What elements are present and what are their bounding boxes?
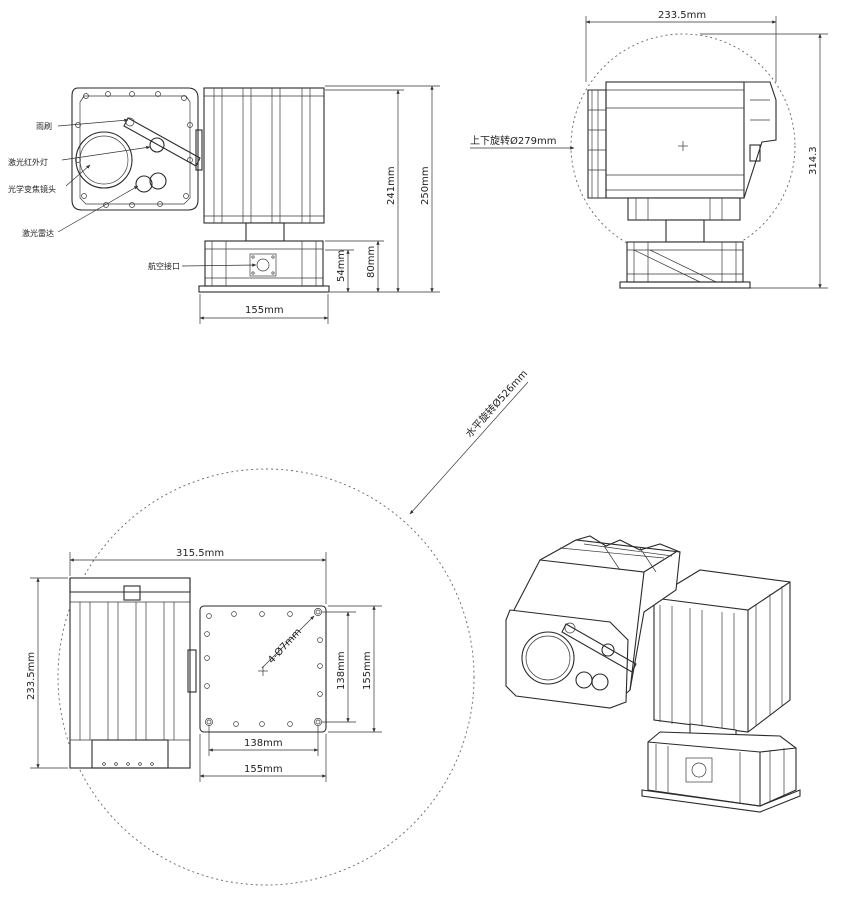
side-camera-body bbox=[587, 81, 777, 199]
side-dimensions: 233.5mm 314.3 上下旋转Ø279mm bbox=[470, 10, 828, 289]
front-base bbox=[198, 240, 330, 293]
label-laser-ir-light: 激光红外灯 bbox=[8, 157, 48, 167]
front-camera-head bbox=[71, 87, 203, 211]
iso-camera-head bbox=[505, 535, 681, 709]
top-pan-circle bbox=[57, 468, 475, 886]
dim-top-width-total: 315.5mm bbox=[176, 548, 224, 559]
side-view: 233.5mm 314.3 上下旋转Ø279mm bbox=[470, 10, 828, 289]
dim-front-width: 155mm bbox=[245, 305, 284, 316]
dim-front-height-80: 80mm bbox=[366, 246, 377, 278]
front-neck bbox=[245, 222, 285, 242]
dim-side-tilt-rotation: 上下旋转Ø279mm bbox=[470, 134, 556, 147]
front-upper-housing bbox=[203, 87, 325, 224]
side-pedestal bbox=[619, 197, 751, 289]
dim-top-height: 233.5mm bbox=[26, 652, 37, 700]
dim-top-inner-138-v: 138mm bbox=[336, 651, 347, 690]
front-view: 雨刷 激光红外灯 光学变焦镜头 激光雷达 航空接口 155mm 250mm 24… bbox=[8, 85, 440, 324]
isometric-view bbox=[505, 535, 801, 813]
iso-pan-housing bbox=[653, 569, 791, 733]
dim-side-width: 233.5mm bbox=[658, 10, 706, 21]
dim-front-height-250: 250mm bbox=[420, 166, 431, 205]
dim-top-outer-155-v: 155mm bbox=[362, 651, 373, 690]
front-callouts: 雨刷 激光红外灯 光学变焦镜头 激光雷达 航空接口 bbox=[8, 118, 257, 271]
front-dimensions: 155mm 250mm 241mm 80mm 54mm bbox=[199, 85, 440, 324]
dim-side-height: 314.3 bbox=[808, 146, 819, 175]
dim-top-outer-155-h: 155mm bbox=[244, 764, 283, 775]
dim-top-inner-138-h: 138mm bbox=[244, 738, 283, 749]
iso-base bbox=[641, 731, 801, 813]
top-camera-body bbox=[69, 577, 197, 769]
top-base-plate: 4-Ø7mm bbox=[199, 605, 327, 733]
label-aviation-connector: 航空接口 bbox=[148, 261, 180, 271]
dim-top-pan-rotation: 水平旋转Ø526mm bbox=[463, 367, 531, 440]
label-optical-zoom-lens: 光学变焦镜头 bbox=[8, 184, 56, 194]
top-view: 4-Ø7mm 315.5mm 233.5mm 138mm 155mm 138mm bbox=[26, 367, 531, 886]
label-wiper: 雨刷 bbox=[36, 122, 52, 131]
dim-front-height-54: 54mm bbox=[336, 250, 347, 282]
dim-front-height-241: 241mm bbox=[386, 166, 397, 205]
label-laser-rangefinder: 激光雷达 bbox=[22, 228, 54, 238]
